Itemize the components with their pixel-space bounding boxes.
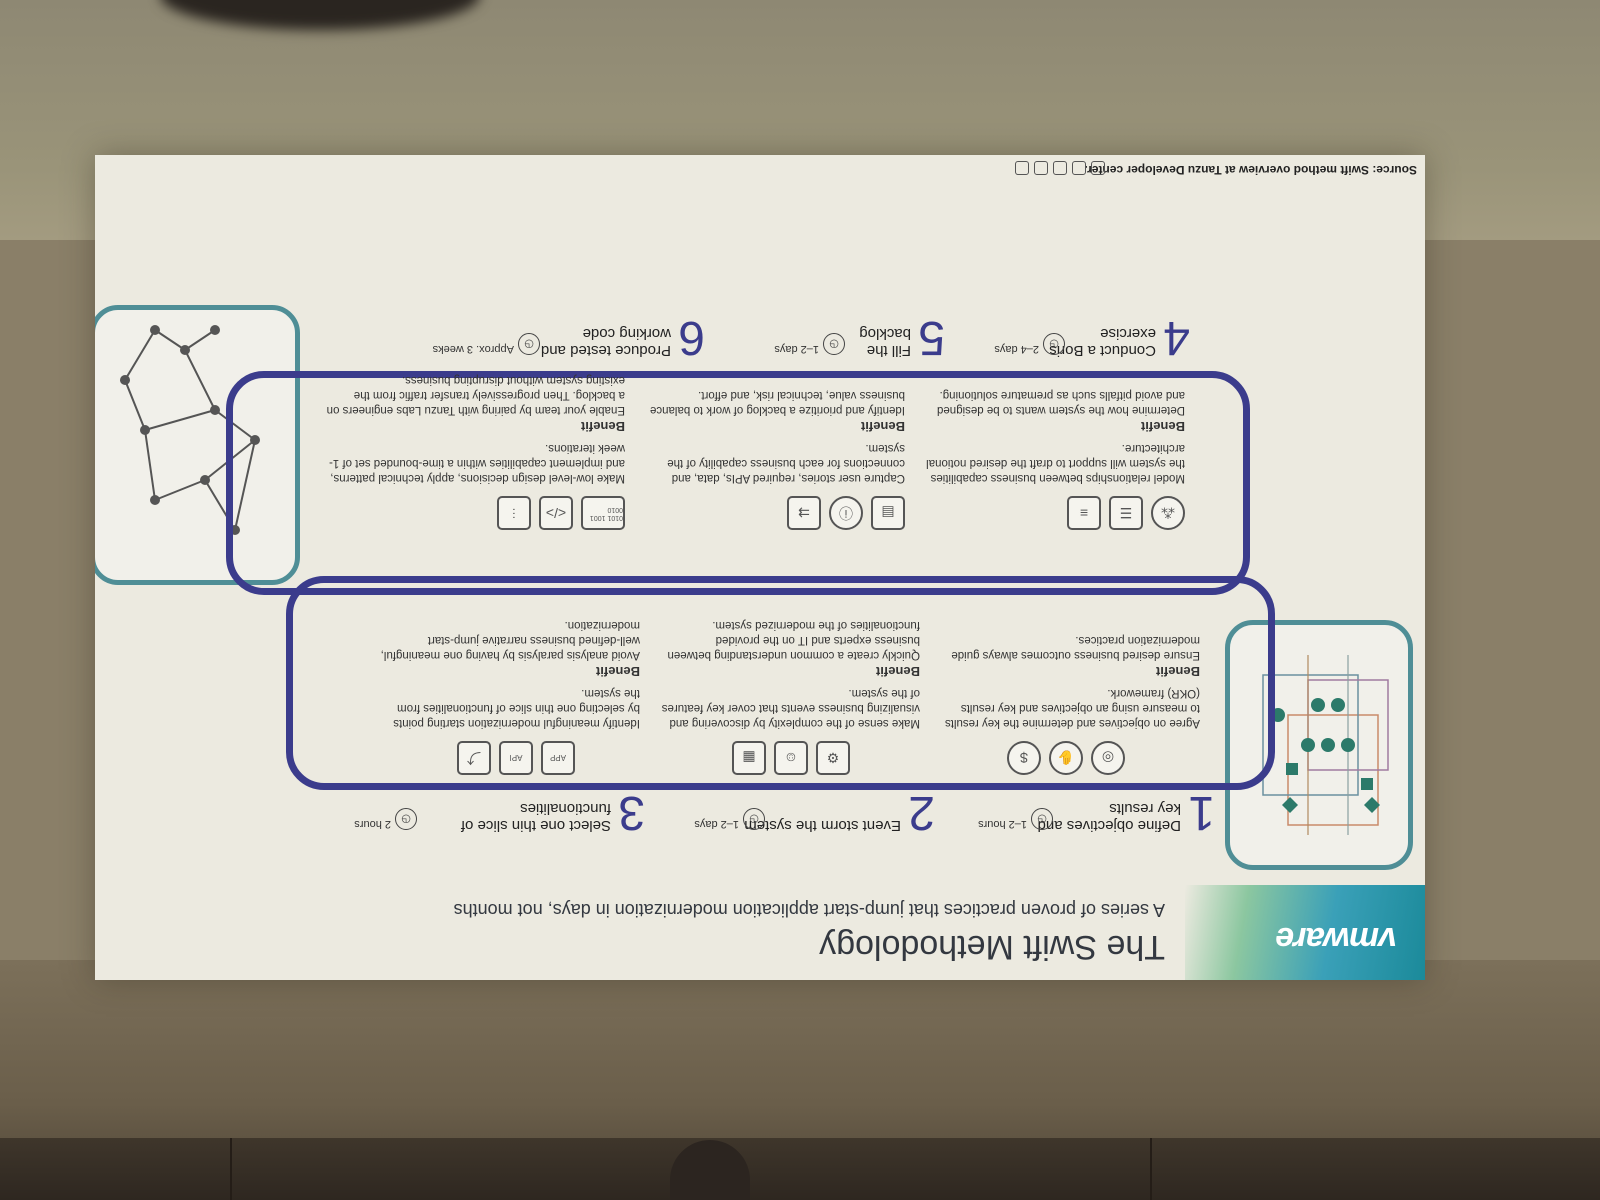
dark-object-bottom: [670, 1140, 750, 1200]
network-graph-icon: [120, 325, 260, 535]
step-3-name: Select one thin slice of functionalities: [460, 800, 611, 834]
step-4-number: 4: [1163, 311, 1190, 364]
code-icon: </>: [539, 496, 573, 530]
step-4-duration-wrap: 2–4 days: [959, 335, 1039, 365]
icons-group-4: ⁂ ☰ ≡: [1067, 496, 1185, 530]
icons-group-1: ◎ ✋ $: [1007, 741, 1125, 775]
database-icon: ☰: [1109, 496, 1143, 530]
step-6-name: Produce tested and working code: [540, 325, 671, 359]
clock-icon: ◷: [1043, 333, 1065, 355]
column-3-benefit-label: Benefit: [595, 664, 640, 679]
floor-strip: [0, 1138, 1600, 1200]
app-icon: APP: [541, 741, 575, 775]
next-icon[interactable]: [1015, 161, 1029, 175]
process-icon: ⚙: [816, 741, 850, 775]
step-1-duration: 1–2 hours: [978, 818, 1027, 830]
brand-wedge: vmware: [1185, 885, 1425, 980]
architecture-diagram-box: [1225, 620, 1413, 870]
step-6-duration: Approx. 3 weeks: [432, 343, 514, 355]
column-6-description: Make low-level design decisions, apply t…: [329, 442, 625, 484]
column-2-benefit-label: Benefit: [875, 664, 920, 679]
handshake-icon: ✋: [1049, 741, 1083, 775]
network-graph-box: [95, 305, 300, 585]
column-5-description: Capture user stories, required APIs, dat…: [667, 442, 905, 484]
column-3: Identify meaningful modernization starti…: [380, 617, 640, 730]
circuit-diagram-icon: [1262, 655, 1389, 835]
step-5-duration: 1–2 days: [774, 343, 819, 355]
floor-seam: [1150, 1138, 1152, 1200]
people-icon: ☺: [774, 741, 808, 775]
step-4-duration: 2–4 days: [994, 343, 1039, 355]
vmware-logo: vmware: [1276, 920, 1397, 958]
idea-icon: ⓘ: [829, 496, 863, 530]
dollar-icon: $: [1007, 741, 1041, 775]
grid-icon: ▦: [732, 741, 766, 775]
step-1-number: 1: [1188, 786, 1215, 839]
step-1-duration-wrap: 1–2 hours: [947, 810, 1027, 840]
clock-icon: ◷: [743, 808, 765, 830]
projected-slide: vmware The Swift Methodology A series of…: [95, 155, 1425, 980]
column-4-description: Model relationships between business cap…: [926, 442, 1185, 484]
step-2-number: 2: [908, 786, 935, 839]
step-3-duration-wrap: 2 hours: [311, 810, 391, 840]
presenter-toolbar[interactable]: [1015, 161, 1105, 175]
step-5-duration-wrap: 1–2 days: [739, 335, 819, 365]
column-6-benefit: Enable your team by pairing with Tanzu L…: [326, 374, 625, 416]
clock-icon: ◷: [823, 333, 845, 355]
stack-icon: ≡: [1067, 496, 1101, 530]
pen-icon[interactable]: [1072, 161, 1086, 175]
step-2-duration-wrap: 1–2 days: [659, 810, 739, 840]
step-2-name: Event storm the system: [744, 817, 901, 834]
column-3-description: Identify meaningful modernization starti…: [393, 687, 640, 729]
route-icon: ⤴: [457, 741, 491, 775]
icons-group-2: ⚙ ☺ ▦: [732, 741, 850, 775]
clock-icon: ◷: [1031, 808, 1053, 830]
column-4-benefit: Determine how the system wants to be des…: [936, 389, 1185, 416]
step-3-number: 3: [618, 786, 645, 839]
source-footnote: Source: Swift method overview at Tanzu D…: [1084, 163, 1417, 177]
step-2-duration: 1–2 days: [694, 818, 739, 830]
sliders-icon: ⫶: [497, 496, 531, 530]
network-icon: ⁂: [1151, 496, 1185, 530]
step-3-duration: 2 hours: [354, 818, 391, 830]
column-1: Agree on objectives and determine the ke…: [940, 632, 1200, 730]
document-icon: ▤: [871, 496, 905, 530]
column-2: Make sense of the complexity by discover…: [660, 617, 920, 730]
floor-seam: [230, 1138, 232, 1200]
zoom-icon[interactable]: [1034, 161, 1048, 175]
icons-group-5: ▤ ⓘ ⇉: [787, 496, 905, 530]
column-2-description: Make sense of the complexity by discover…: [661, 687, 920, 729]
slide-title: The Swift Methodology: [819, 928, 1165, 966]
column-4-benefit-label: Benefit: [1140, 419, 1185, 434]
icons-group-6: 0101 1001 0010 </> ⫶: [497, 496, 625, 530]
column-2-benefit: Quickly create a common understanding be…: [667, 619, 920, 661]
step-6-number: 6: [678, 311, 705, 364]
step-6-duration-wrap: Approx. 3 weeks: [404, 335, 514, 365]
flow-icon: ⇉: [787, 496, 821, 530]
step-3: 3 Select one thin slice of functionaliti…: [405, 786, 645, 840]
slide-subtitle: A series of proven practices that jump-s…: [453, 900, 1165, 920]
column-1-benefit-label: Benefit: [1155, 664, 1200, 679]
step-2: 2 Event storm the system: [735, 786, 935, 840]
column-3-benefit: Avoid analysis paralysis by having one m…: [380, 619, 640, 661]
column-6: Make low-level design decisions, apply t…: [325, 372, 625, 485]
column-5-benefit-label: Benefit: [860, 419, 905, 434]
api-icon: API: [499, 741, 533, 775]
column-4: Model relationships between business cap…: [925, 387, 1185, 485]
step-5-number: 5: [918, 311, 945, 364]
column-1-description: Agree on objectives and determine the ke…: [944, 687, 1200, 729]
clock-icon: ◷: [518, 333, 540, 355]
icons-group-3: APP API ⤴: [457, 741, 575, 775]
column-6-benefit-label: Benefit: [580, 419, 625, 434]
column-1-benefit: Ensure desired business outcomes always …: [951, 634, 1200, 661]
prev-icon[interactable]: [1091, 161, 1105, 175]
column-5-benefit: Identify and prioritize a backlog of wor…: [649, 389, 905, 416]
clock-icon: ◷: [395, 808, 417, 830]
grid-view-icon[interactable]: [1053, 161, 1067, 175]
column-5: Capture user stories, required APIs, dat…: [645, 387, 905, 485]
target-icon: ◎: [1091, 741, 1125, 775]
binary-icon: 0101 1001 0010: [581, 496, 625, 530]
